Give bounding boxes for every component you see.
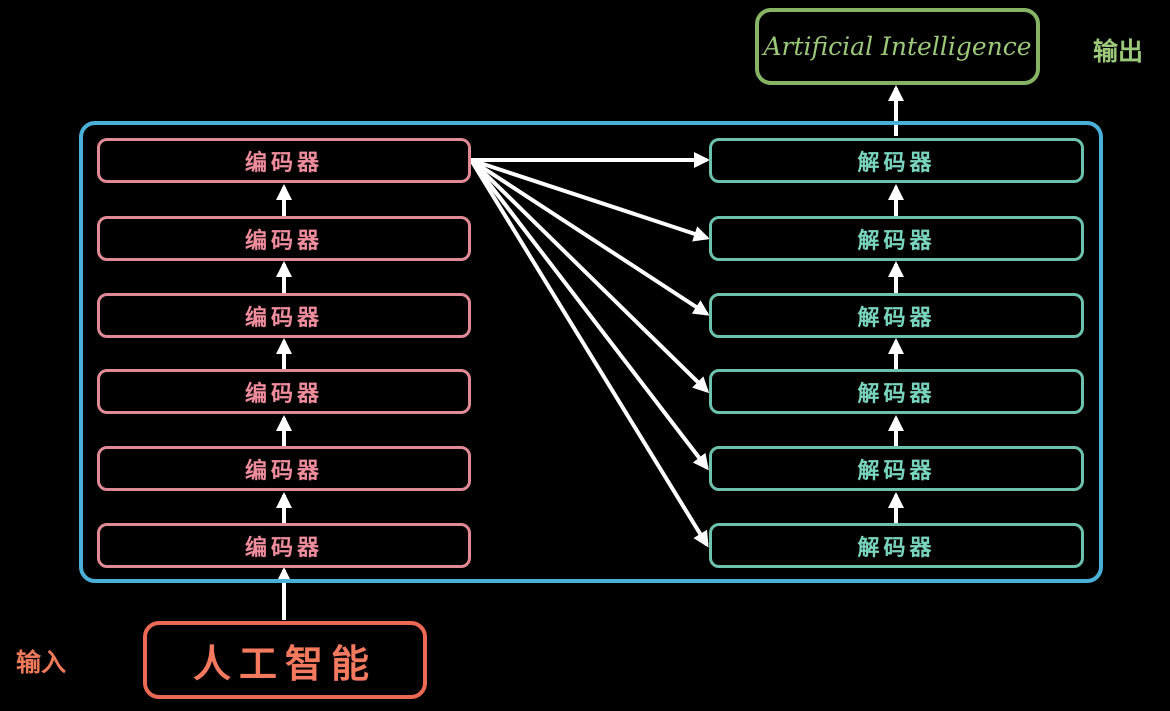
input-box: 人工智能 [143,621,427,699]
decoder-block: 解码器 [709,446,1084,491]
encoder-block: 编码器 [97,523,471,568]
encoder-block: 编码器 [97,293,471,338]
decoder-block: 解码器 [709,216,1084,261]
encoder-block: 编码器 [97,138,471,183]
input-label: 输入 [16,648,67,677]
decoder-block: 解码器 [709,293,1084,338]
fan-arrow-6 [469,158,709,548]
fan-arrow-5 [469,158,709,471]
decoder-block: 解码器 [709,523,1084,568]
fan-arrow-3 [469,158,710,316]
encoder-block: 编码器 [97,216,471,261]
transformer-container [79,121,1103,583]
fan-arrow-4 [469,158,710,394]
encoder-block: 编码器 [97,369,471,414]
decoder-block: 解码器 [709,138,1084,183]
output-box: Artificial Intelligence [755,8,1040,85]
fan-arrow-2 [470,158,710,242]
decoder-block: 解码器 [709,369,1084,414]
output-label: 输出 [1093,37,1144,66]
encoder-block: 编码器 [97,446,471,491]
